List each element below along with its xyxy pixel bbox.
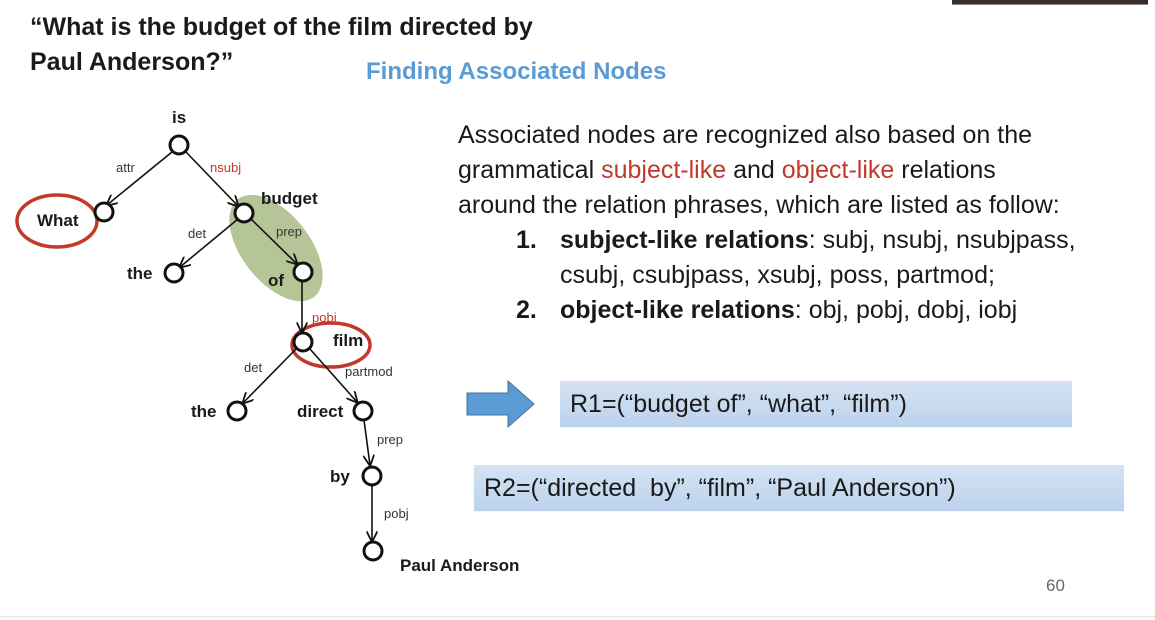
node-the2 bbox=[226, 400, 248, 422]
explanation-text: Associated nodes are recognized also bas… bbox=[458, 118, 1138, 328]
rel-prep2: prep bbox=[377, 432, 403, 447]
word-the: the bbox=[127, 264, 153, 283]
result-r2: R2=(“directed by”, “film”, “Paul Anderso… bbox=[474, 465, 1124, 511]
relation-list: 1. subject-like relations: subj, nsubj, … bbox=[458, 223, 1138, 328]
list-text: : obj, pobj, dobj, iobj bbox=[794, 296, 1018, 324]
associated-node-highlight-film bbox=[290, 321, 372, 369]
node-is bbox=[168, 134, 190, 156]
edge-prep-of bbox=[250, 218, 297, 264]
relation-list-item: 1. subject-like relations: subj, nsubj, … bbox=[458, 223, 1138, 293]
explanation-line-2-post: relations bbox=[894, 156, 996, 184]
edge-attr bbox=[107, 151, 173, 205]
rel-prep: prep bbox=[276, 224, 302, 239]
word-budget: budget bbox=[261, 189, 318, 208]
rel-pobj: pobj bbox=[312, 310, 337, 325]
list-number: 1. bbox=[516, 226, 537, 254]
list-number: 2. bbox=[516, 296, 537, 324]
node-direct bbox=[352, 400, 374, 422]
edge-det-the bbox=[180, 218, 239, 267]
rel-det: det bbox=[188, 226, 206, 241]
word-direct: direct bbox=[297, 402, 344, 421]
associated-node-highlight-what bbox=[15, 193, 99, 249]
node-paul bbox=[362, 540, 384, 562]
edge-prep-by bbox=[364, 419, 370, 465]
edge-det-the2 bbox=[243, 348, 297, 403]
word-what: What bbox=[37, 211, 79, 230]
question-line-2: Paul Anderson?” bbox=[30, 48, 234, 76]
explanation-line-2: grammatical subject-like and object-like… bbox=[458, 153, 1138, 188]
word-by: by bbox=[330, 467, 350, 486]
slide-title: Finding Associated Nodes bbox=[366, 58, 667, 85]
node-budget bbox=[233, 202, 255, 224]
node-by bbox=[361, 465, 383, 487]
list-text-continued: csubj, csubjpass, xsubj, poss, partmod; bbox=[560, 261, 995, 289]
edge-nsubj bbox=[185, 151, 238, 206]
rel-det2: det bbox=[244, 360, 262, 375]
word-of: of bbox=[268, 271, 284, 290]
node-the bbox=[163, 262, 185, 284]
node-what bbox=[93, 201, 115, 223]
node-film bbox=[292, 331, 314, 353]
node-of bbox=[292, 261, 314, 283]
presenter-video-thumbnail bbox=[952, 0, 1148, 5]
rel-partmod: partmod bbox=[345, 364, 393, 379]
rel-nsubj: nsubj bbox=[210, 160, 241, 175]
explanation-line-2-pre: grammatical bbox=[458, 156, 602, 184]
word-is: is bbox=[172, 108, 186, 127]
rel-attr: attr bbox=[116, 160, 135, 175]
subject-like-term: subject-like bbox=[601, 156, 727, 184]
word-the2: the bbox=[191, 402, 217, 421]
bottom-divider bbox=[0, 616, 1155, 617]
rel-pobj2: pobj bbox=[384, 506, 409, 521]
right-arrow-icon bbox=[466, 380, 535, 429]
explanation-line-2-mid: and bbox=[726, 156, 782, 184]
object-like-term: object-like bbox=[781, 156, 895, 184]
explanation-line-1: Associated nodes are recognized also bas… bbox=[458, 121, 1032, 149]
word-film: film bbox=[333, 331, 363, 350]
list-text: : subj, nsubj, nsubjpass, bbox=[808, 226, 1076, 254]
explanation-line-3: around the relation phrases, which are l… bbox=[458, 191, 1060, 219]
word-paul-anderson: Paul Anderson bbox=[400, 556, 519, 575]
list-label: subject-like relations bbox=[560, 226, 809, 254]
question-line-1: “What is the budget of the film directed… bbox=[30, 13, 533, 41]
list-label: object-like relations bbox=[560, 296, 795, 324]
page-number: 60 bbox=[1046, 576, 1065, 595]
edge-partmod bbox=[309, 348, 357, 402]
dependency-tree: is What budget the of film the direct by… bbox=[15, 108, 519, 575]
result-r1: R1=(“budget of”, “what”, “film”) bbox=[560, 381, 1072, 427]
question-text: “What is the budget of the film directed… bbox=[30, 10, 533, 80]
relation-list-item: 2. object-like relations: obj, pobj, dob… bbox=[458, 293, 1138, 328]
